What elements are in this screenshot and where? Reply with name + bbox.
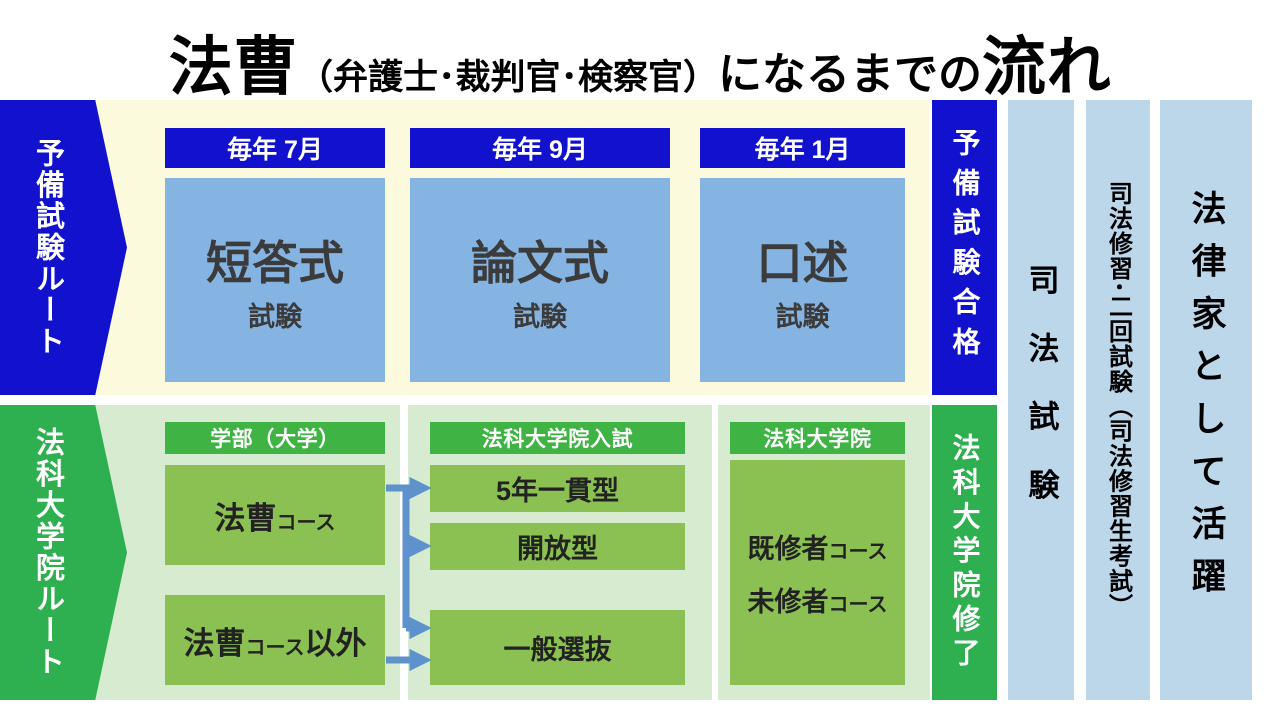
non-housou-course-suffix: コース [245, 636, 305, 659]
housou-course-label: 法曹コース [215, 493, 336, 538]
undergrad-header-text: 学部（大学） [210, 428, 340, 451]
open-track-label: 開放型 [517, 534, 598, 564]
school-completion-column: 法科大学院修了 [932, 405, 997, 700]
kishuusha-main: 既修者 [747, 533, 829, 564]
mishuusha-suffix: コース [828, 593, 888, 616]
title-connector-text: になるまでの [718, 50, 982, 99]
entrance-header-text: 法科大学院入試 [481, 428, 634, 451]
non-housou-course-tail: 以外 [304, 625, 367, 661]
yobi-pass-column: 予備試験合格 [932, 100, 997, 395]
bar-exam-label: 司法試験 [1023, 263, 1059, 537]
exam1-name: 短答式 [206, 236, 344, 289]
yobi-route-label: 予備試験ルート [31, 137, 64, 358]
undergrad-header: 学部（大学） [165, 422, 385, 454]
school-header-text: 法科大学院 [763, 428, 872, 451]
title-professions: （弁護士･裁判官･検察官） [297, 58, 718, 97]
exam3-type: 試験 [775, 301, 830, 332]
general-selection-label: 一般選抜 [503, 635, 612, 665]
kishuusha-course-label: 既修者コース [748, 527, 888, 566]
non-housou-course-main: 法曹 [183, 625, 246, 661]
active-lawyer-label: 法律家として活躍 [1186, 190, 1226, 610]
judicial-training-label: 司法修習･二回試験（司法修習生考試） [1104, 181, 1132, 619]
school-completion-label: 法科大学院修了 [949, 432, 981, 673]
five-year-track-label: 5年一貫型 [495, 476, 620, 506]
exam1-schedule-badge: 毎年 7月 [165, 128, 385, 168]
title-term: 法曹 [168, 31, 298, 103]
exam3-name: 口述 [756, 236, 849, 289]
non-housou-course-label: 法曹コース以外 [184, 618, 367, 663]
exam2-name: 論文式 [471, 236, 609, 289]
open-track-box: 開放型 [430, 523, 685, 570]
title-flow-word: 流れ [982, 31, 1112, 103]
kishuusha-suffix: コース [828, 540, 888, 563]
bar-exam-column: 司法試験 [1008, 100, 1074, 700]
exam1-type: 試験 [248, 301, 302, 332]
exam3-schedule-badge: 毎年 1月 [700, 128, 905, 168]
exam3-schedule-text: 毎年 1月 [754, 136, 851, 164]
exam1-card: 短答式 試験 [165, 178, 385, 382]
exam2-type: 試験 [513, 301, 567, 332]
exam1-schedule-text: 毎年 7月 [227, 136, 323, 164]
judicial-training-column: 司法修習･二回試験（司法修習生考試） [1086, 100, 1150, 700]
exam2-schedule-text: 毎年 9月 [492, 136, 588, 164]
mishuusha-main: 未修者 [747, 586, 829, 617]
exam3-card: 口述 試験 [700, 178, 905, 382]
school-header: 法科大学院 [730, 422, 905, 454]
exam2-schedule-badge: 毎年 9月 [410, 128, 670, 168]
houka-route-label: 法科大学院ルート [31, 427, 64, 678]
active-lawyer-column: 法律家として活躍 [1160, 100, 1252, 700]
five-year-track-box: 5年一貫型 [430, 465, 685, 512]
exam2-card: 論文式 試験 [410, 178, 670, 382]
general-selection-box: 一般選抜 [430, 610, 685, 685]
non-housou-course-box: 法曹コース以外 [165, 595, 385, 685]
housou-course-main: 法曹 [214, 500, 277, 536]
housou-course-box: 法曹コース [165, 465, 385, 565]
mishuusha-course-label: 未修者コース [748, 580, 888, 619]
yobi-pass-label: 予備試験合格 [949, 128, 981, 367]
school-courses-box: 既修者コース 未修者コース [730, 460, 905, 685]
entrance-header: 法科大学院入試 [430, 422, 685, 454]
housou-course-suffix: コース [276, 511, 336, 534]
page-title: 法曹 （弁護士･裁判官･検察官） になるまでの 流れ [0, 0, 1280, 116]
